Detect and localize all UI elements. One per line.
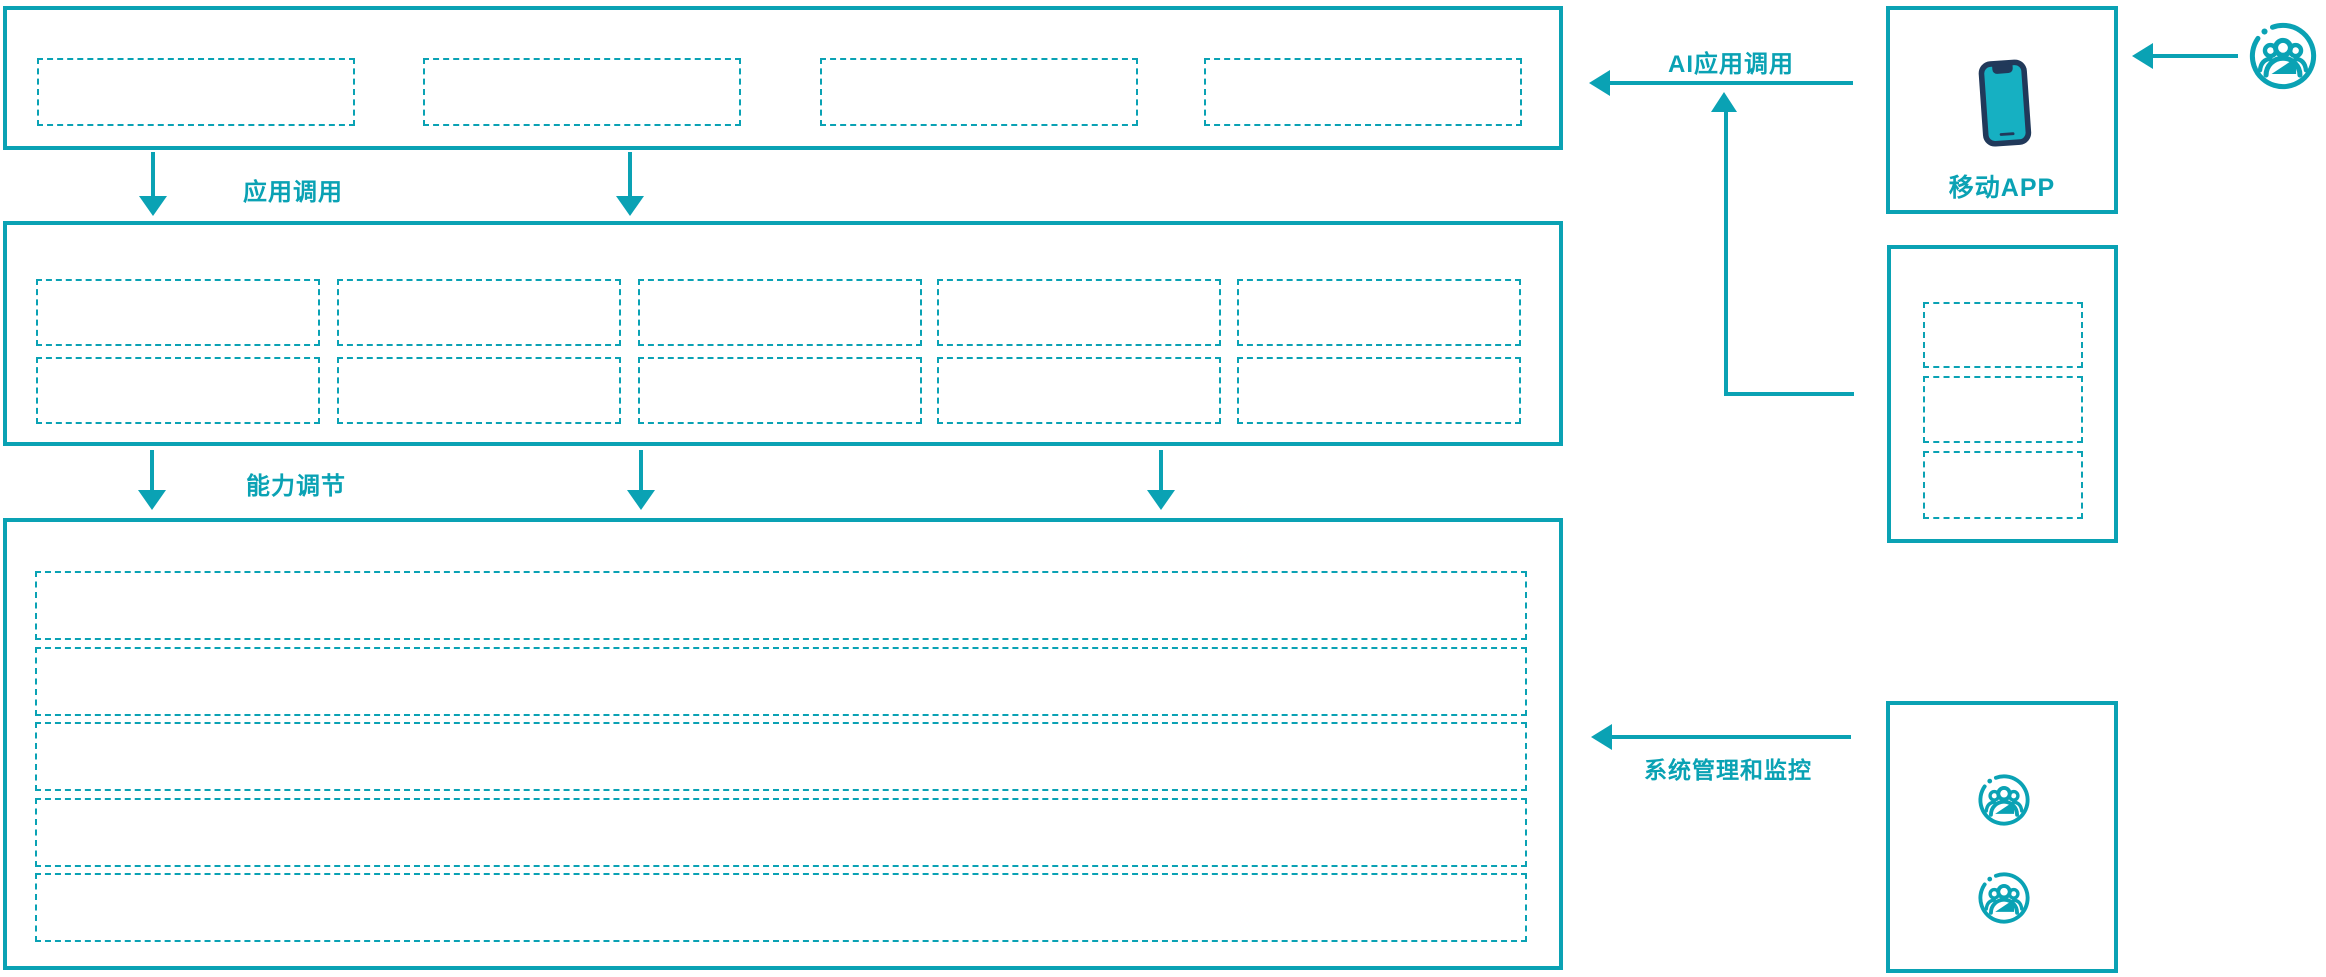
- placeholder-box: [36, 279, 320, 346]
- mobile-app-label: 移动APP: [1948, 174, 2056, 202]
- app-call-label: 应用调用: [243, 179, 343, 206]
- placeholder-box: [337, 357, 621, 424]
- down-arrow-icon: [616, 196, 644, 216]
- placeholder-box: [937, 279, 1221, 346]
- capability-adjust-label: 能力调节: [246, 473, 346, 500]
- up-arrow-icon: [1711, 92, 1737, 112]
- user-group-icon: [2248, 21, 2318, 91]
- tools-box: [1887, 245, 2118, 543]
- placeholder-row: [35, 798, 1527, 867]
- placeholder-box: [1923, 302, 2083, 368]
- placeholder-box: [1923, 376, 2083, 443]
- placeholder-box: [423, 58, 741, 126]
- application-layer-box: [3, 6, 1563, 150]
- placeholder-box: [820, 58, 1138, 126]
- placeholder-box: [937, 357, 1221, 424]
- mobile-app-box: 移动APP: [1886, 6, 2118, 214]
- down-arrow-line: [628, 152, 632, 198]
- placeholder-box: [37, 58, 355, 126]
- left-arrow-icon: [2132, 43, 2153, 69]
- user-arrow-line: [2152, 54, 2238, 58]
- ai-app-call-label: AI应用调用: [1668, 51, 1794, 78]
- system-mgmt-arrow-line: [1611, 735, 1851, 739]
- user-group-icon: [1977, 773, 2031, 827]
- elbow-connector-horizontal: [1724, 392, 1854, 396]
- down-arrow-icon: [139, 196, 167, 216]
- down-arrow-line: [150, 450, 154, 492]
- placeholder-box: [1237, 357, 1521, 424]
- placeholder-row: [35, 722, 1527, 791]
- down-arrow-line: [151, 152, 155, 198]
- placeholder-box: [337, 279, 621, 346]
- placeholder-row: [35, 647, 1527, 716]
- placeholder-box: [1923, 451, 2083, 519]
- placeholder-box: [1237, 279, 1521, 346]
- platform-layer-box: [3, 518, 1563, 970]
- user-group-icon: [1977, 871, 2031, 925]
- down-arrow-line: [639, 450, 643, 492]
- ai-call-arrow-line: [1609, 81, 1853, 85]
- placeholder-box: [1204, 58, 1522, 126]
- left-arrow-icon: [1591, 724, 1612, 750]
- down-arrow-icon: [627, 490, 655, 510]
- down-arrow-icon: [1147, 490, 1175, 510]
- down-arrow-icon: [138, 490, 166, 510]
- placeholder-box: [36, 357, 320, 424]
- placeholder-row: [35, 873, 1527, 942]
- system-management-label: 系统管理和监控: [1644, 757, 1812, 783]
- down-arrow-line: [1159, 450, 1163, 492]
- placeholder-row: [35, 571, 1527, 640]
- elbow-connector-vertical: [1724, 110, 1728, 394]
- placeholder-box: [638, 279, 922, 346]
- placeholder-box: [638, 357, 922, 424]
- capability-layer-box: [3, 221, 1563, 446]
- admin-box: [1886, 701, 2118, 973]
- left-arrow-icon: [1589, 70, 1610, 96]
- smartphone-icon: [1976, 56, 2034, 151]
